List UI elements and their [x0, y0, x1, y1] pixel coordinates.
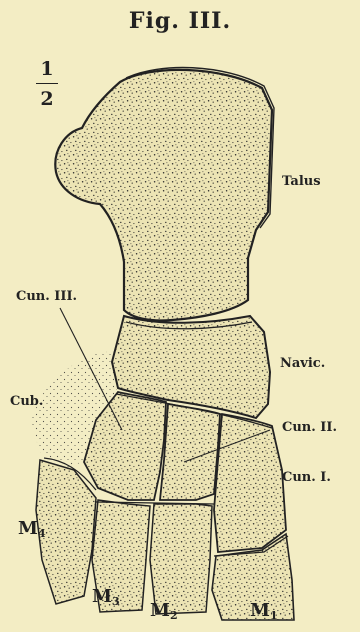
- scale-numerator: 1: [36, 58, 58, 80]
- label-metatarsal-2-sub: 2: [170, 609, 178, 622]
- label-metatarsal-2: M2: [150, 600, 178, 622]
- metatarsal-2-bone: [150, 504, 212, 614]
- label-metatarsal-4-sub: 4: [38, 527, 46, 540]
- cuneiform-1-bone: [214, 414, 286, 552]
- label-navicular: Navic.: [280, 356, 325, 371]
- label-metatarsal-1-sub: 1: [270, 609, 278, 622]
- fraction-bar: [36, 83, 58, 84]
- figure-title: Fig. III.: [0, 8, 360, 34]
- label-metatarsal-3: M3: [92, 586, 120, 608]
- label-cuneiform-2: Cun. II.: [282, 420, 337, 435]
- label-metatarsal-4-base: M: [18, 518, 38, 539]
- label-metatarsal-1: M1: [250, 600, 278, 622]
- talus-bone: [55, 70, 272, 321]
- label-metatarsal-3-sub: 3: [112, 595, 120, 608]
- label-cuneiform-1: Cun. I.: [282, 470, 331, 485]
- label-cuneiform-3: Cun. III.: [16, 289, 77, 304]
- scale-denominator: 2: [36, 88, 58, 110]
- label-metatarsal-3-base: M: [92, 586, 112, 607]
- label-cuboid: Cub.: [10, 394, 43, 409]
- label-metatarsal-1-base: M: [250, 600, 270, 621]
- label-metatarsal-4: M4: [18, 518, 46, 540]
- scale-fraction: 1 2: [36, 58, 58, 110]
- label-talus: Talus: [282, 174, 321, 189]
- label-metatarsal-2-base: M: [150, 600, 170, 621]
